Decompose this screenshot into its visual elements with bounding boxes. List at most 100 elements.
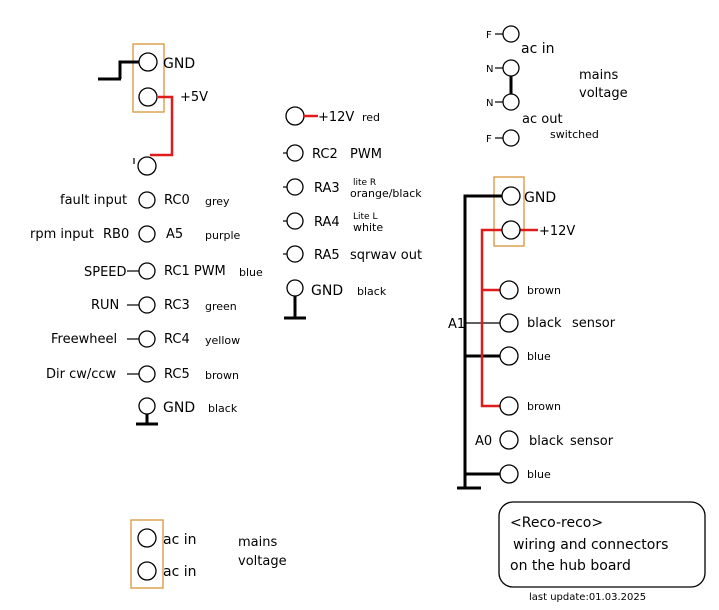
mains-label: mains bbox=[579, 68, 618, 83]
ra3-pin bbox=[286, 178, 304, 196]
rc3-color: green bbox=[205, 300, 237, 313]
rc5-color: brown bbox=[205, 369, 239, 382]
power-connector-5v: GND +5V bbox=[98, 43, 208, 176]
rc5-label: RC5 bbox=[164, 367, 190, 382]
sensor-12v-label: +12V bbox=[539, 224, 575, 239]
rc2-desc: PWM bbox=[350, 147, 382, 162]
mid-gnd-label: GND bbox=[311, 283, 343, 299]
mid-gnd-pin bbox=[286, 279, 304, 297]
rc2-label: RC2 bbox=[312, 147, 338, 162]
rc3-pin bbox=[138, 296, 156, 314]
ra3-desc2: orange/black bbox=[350, 187, 422, 200]
a0-label: A0 bbox=[475, 434, 492, 449]
plus12v-bus bbox=[480, 228, 502, 408]
black1-pin bbox=[499, 313, 519, 333]
voltage-label: voltage bbox=[579, 86, 628, 101]
rc0-color: grey bbox=[205, 195, 230, 208]
sensor-gnd-bus bbox=[463, 194, 502, 474]
sensor1-label: sensor bbox=[572, 316, 616, 331]
a1-label: A1 bbox=[448, 317, 465, 332]
plus5v-label: +5V bbox=[180, 90, 208, 105]
rc1-label: RC1 PWM bbox=[164, 264, 226, 279]
left-gnd-color: black bbox=[208, 402, 238, 415]
blue2-label: blue bbox=[527, 468, 551, 481]
mains-connector-housing bbox=[130, 519, 164, 589]
ra5-label: RA5 bbox=[314, 248, 340, 263]
rc3-label: RC3 bbox=[164, 298, 190, 313]
plus12v-pin bbox=[285, 106, 305, 126]
sensor-connector: GND +12V brown A1 black sensor blue brow… bbox=[448, 176, 616, 490]
left-gnd-pin bbox=[138, 397, 156, 415]
sensor-gnd-pin bbox=[501, 186, 521, 206]
last-update-label: last update:01.03.2025 bbox=[529, 592, 646, 603]
connector-housing bbox=[132, 43, 165, 113]
gnd-label: GND bbox=[163, 56, 195, 72]
ra3-label: RA3 bbox=[314, 181, 340, 196]
plus5v-wire bbox=[150, 95, 174, 157]
blue1-label: blue bbox=[527, 350, 551, 363]
rc1-pin bbox=[138, 262, 156, 280]
n1-label: N bbox=[486, 64, 493, 75]
plus5v-pin bbox=[138, 87, 158, 107]
run-label: RUN bbox=[91, 298, 119, 313]
rpm-input-label: rpm input bbox=[30, 227, 94, 242]
left-pin-column: fault input RC0 grey rpm input RB0 A5 pu… bbox=[30, 191, 263, 426]
sensor2-label: sensor bbox=[570, 434, 614, 449]
black2-label: black bbox=[529, 434, 564, 449]
note-line2: on the hub board bbox=[510, 558, 631, 574]
ac-in-label: ac in bbox=[521, 41, 555, 57]
brown2-pin bbox=[499, 396, 519, 416]
rc4-label: RC4 bbox=[164, 332, 190, 347]
ac-in1-pin bbox=[137, 528, 157, 548]
info-note: <Reco-reco> wiring and connectors on the… bbox=[498, 501, 706, 603]
rc5-pin bbox=[138, 365, 156, 383]
rc2-pin bbox=[286, 144, 304, 162]
rc1-color: blue bbox=[239, 266, 263, 279]
note-box bbox=[498, 501, 706, 588]
plus12v-label: +12V bbox=[318, 110, 354, 125]
blue1-pin bbox=[499, 346, 519, 366]
brown2-label: brown bbox=[527, 400, 561, 413]
note-title: <Reco-reco> bbox=[510, 515, 603, 531]
f1-pin bbox=[502, 25, 520, 43]
mains-switch-connector: F ac in N N mains voltage ac out F switc… bbox=[486, 25, 628, 147]
rc4-pin bbox=[138, 330, 156, 348]
gnd-pin bbox=[138, 52, 158, 72]
sensor-connector-housing bbox=[493, 176, 525, 247]
left-gnd-label: GND bbox=[163, 400, 195, 416]
note-line1: wiring and connectors bbox=[513, 537, 668, 553]
f2-label: F bbox=[486, 134, 492, 145]
rb0-color: purple bbox=[205, 229, 241, 242]
rb0-pin bbox=[138, 225, 156, 243]
ac-in2-label: ac in bbox=[163, 564, 197, 580]
black2-pin bbox=[499, 430, 519, 450]
brown1-label: brown bbox=[527, 284, 561, 297]
voltage-bottom-label: voltage bbox=[238, 554, 287, 569]
dir-label: Dir cw/ccw bbox=[46, 367, 117, 382]
n2-pin bbox=[502, 93, 520, 111]
n1-pin bbox=[502, 59, 520, 77]
freewheel-label: Freewheel bbox=[51, 332, 117, 347]
rc0-pin bbox=[138, 191, 156, 209]
mains-bottom-label: mains bbox=[238, 535, 277, 550]
rb0-label: RB0 bbox=[103, 227, 129, 242]
speed-label: SPEED bbox=[84, 265, 127, 280]
black1-label: black bbox=[527, 316, 562, 331]
mains-input-connector: ac in ac in mains voltage bbox=[130, 519, 287, 589]
ra5-pin bbox=[286, 245, 304, 263]
ra4-desc2: white bbox=[353, 221, 383, 234]
ac-out-label: ac out bbox=[522, 112, 563, 127]
plus5v-output-pin bbox=[137, 156, 157, 176]
rc4-color: yellow bbox=[205, 334, 240, 347]
brown1-pin bbox=[499, 280, 519, 300]
switched-label: switched bbox=[550, 128, 599, 141]
blue2-pin bbox=[499, 464, 519, 484]
f2-pin bbox=[502, 129, 520, 147]
rc0-label: RC0 bbox=[164, 193, 190, 208]
mid-gnd-color: black bbox=[357, 285, 387, 298]
middle-pin-column: +12V red RC2 PWM RA3 lite R orange/black… bbox=[283, 106, 422, 320]
ra5-desc: sqrwav out bbox=[350, 248, 422, 263]
ac-in1-label: ac in bbox=[163, 532, 197, 548]
